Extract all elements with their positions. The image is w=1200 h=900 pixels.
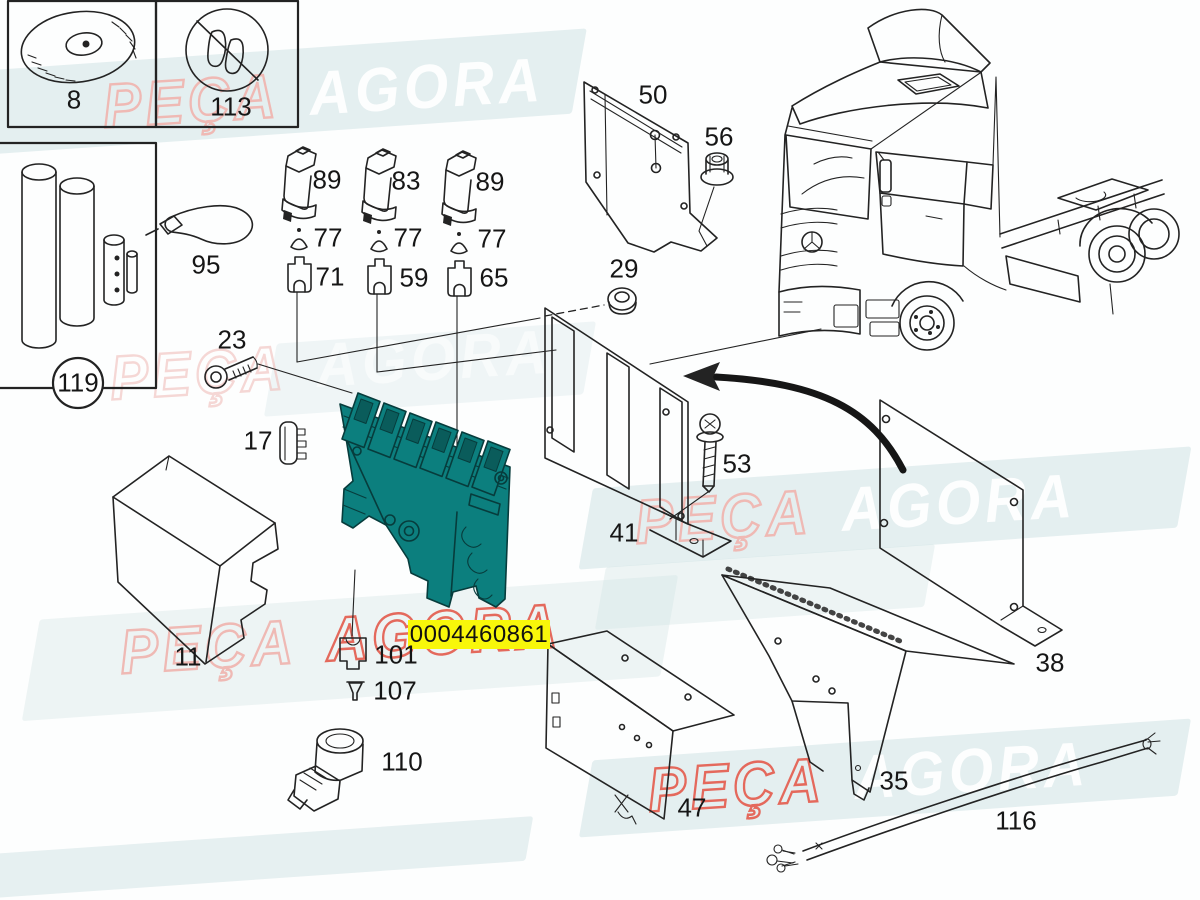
part-label-89b: 89 [475, 166, 505, 197]
part-label-110: 110 [381, 746, 423, 777]
part-label-77c: 77 [477, 223, 507, 254]
part-29-grommet-drawing [607, 287, 637, 315]
part-label-53: 53 [722, 448, 752, 479]
part-label-23: 23 [217, 324, 247, 355]
part-71-housing-drawing [287, 256, 312, 293]
part-89-connector-drawing [281, 146, 317, 222]
part-label-59: 59 [399, 262, 429, 293]
part-59-housing-drawing [367, 258, 392, 295]
no-step-icon [185, 8, 269, 92]
cd-disc-icon [20, 10, 137, 84]
part-label-113: 113 [210, 91, 252, 122]
part-11-cover-drawing [112, 455, 279, 665]
part-label-107: 107 [373, 675, 417, 706]
ecu-module-drawing [339, 392, 511, 608]
part-label-50: 50 [638, 79, 668, 110]
part-89b-connector-drawing [441, 150, 477, 226]
part-label-83: 83 [391, 165, 421, 196]
leader-lines [257, 186, 822, 637]
part-116-cable-drawing [766, 732, 1161, 873]
part-38-plate-drawing [879, 399, 1063, 647]
part-label-71: 71 [315, 261, 345, 292]
part-56-nut-drawing [700, 152, 734, 186]
part-label-65: 65 [479, 262, 509, 293]
part-label-77b: 77 [393, 222, 423, 253]
part-label-17: 17 [243, 425, 273, 456]
legend-boxes [0, 0, 300, 390]
part-95-cable-tie-drawing [145, 204, 254, 245]
part-53-screw-drawing [696, 413, 724, 493]
part-label-29: 29 [609, 253, 639, 284]
part-77-pin-drawing [370, 230, 388, 253]
part-35-bracket-drawing [721, 566, 1015, 801]
part-107-pin-drawing [346, 681, 365, 701]
part-119-tubes-drawing [21, 163, 138, 410]
part-77-pin-drawing [290, 228, 308, 251]
part-47-bracket-drawing [545, 630, 735, 825]
part-50-panel-drawing [583, 81, 718, 253]
part-110-holder-drawing [287, 728, 364, 812]
part-label-47: 47 [677, 792, 707, 823]
part-77-pin-drawing [450, 232, 468, 255]
highlighted-part-number[interactable]: 0004460861 [408, 620, 550, 649]
part-label-38: 38 [1035, 647, 1065, 678]
part-label-41: 41 [609, 517, 639, 548]
assembly-direction-arrow [683, 362, 907, 474]
part-41-bracket-drawing [544, 307, 732, 558]
part-label-8: 8 [66, 84, 82, 115]
part-label-35: 35 [879, 765, 909, 796]
part-label-95: 95 [191, 249, 221, 280]
truck-drawing [778, 8, 1180, 351]
part-65-housing-drawing [447, 260, 472, 297]
part-label-119: 119 [57, 367, 99, 398]
part-23-screw-drawing [204, 356, 258, 389]
part-label-89a: 89 [312, 164, 342, 195]
part-label-101: 101 [374, 639, 418, 670]
part-label-56: 56 [704, 121, 734, 152]
part-label-11: 11 [174, 641, 202, 672]
part-label-116: 116 [995, 805, 1037, 836]
part-101-clip-drawing [339, 637, 367, 670]
part-83-connector-drawing [361, 148, 397, 224]
part-label-77a: 77 [313, 222, 343, 253]
part-17-connector-drawing [279, 421, 307, 465]
